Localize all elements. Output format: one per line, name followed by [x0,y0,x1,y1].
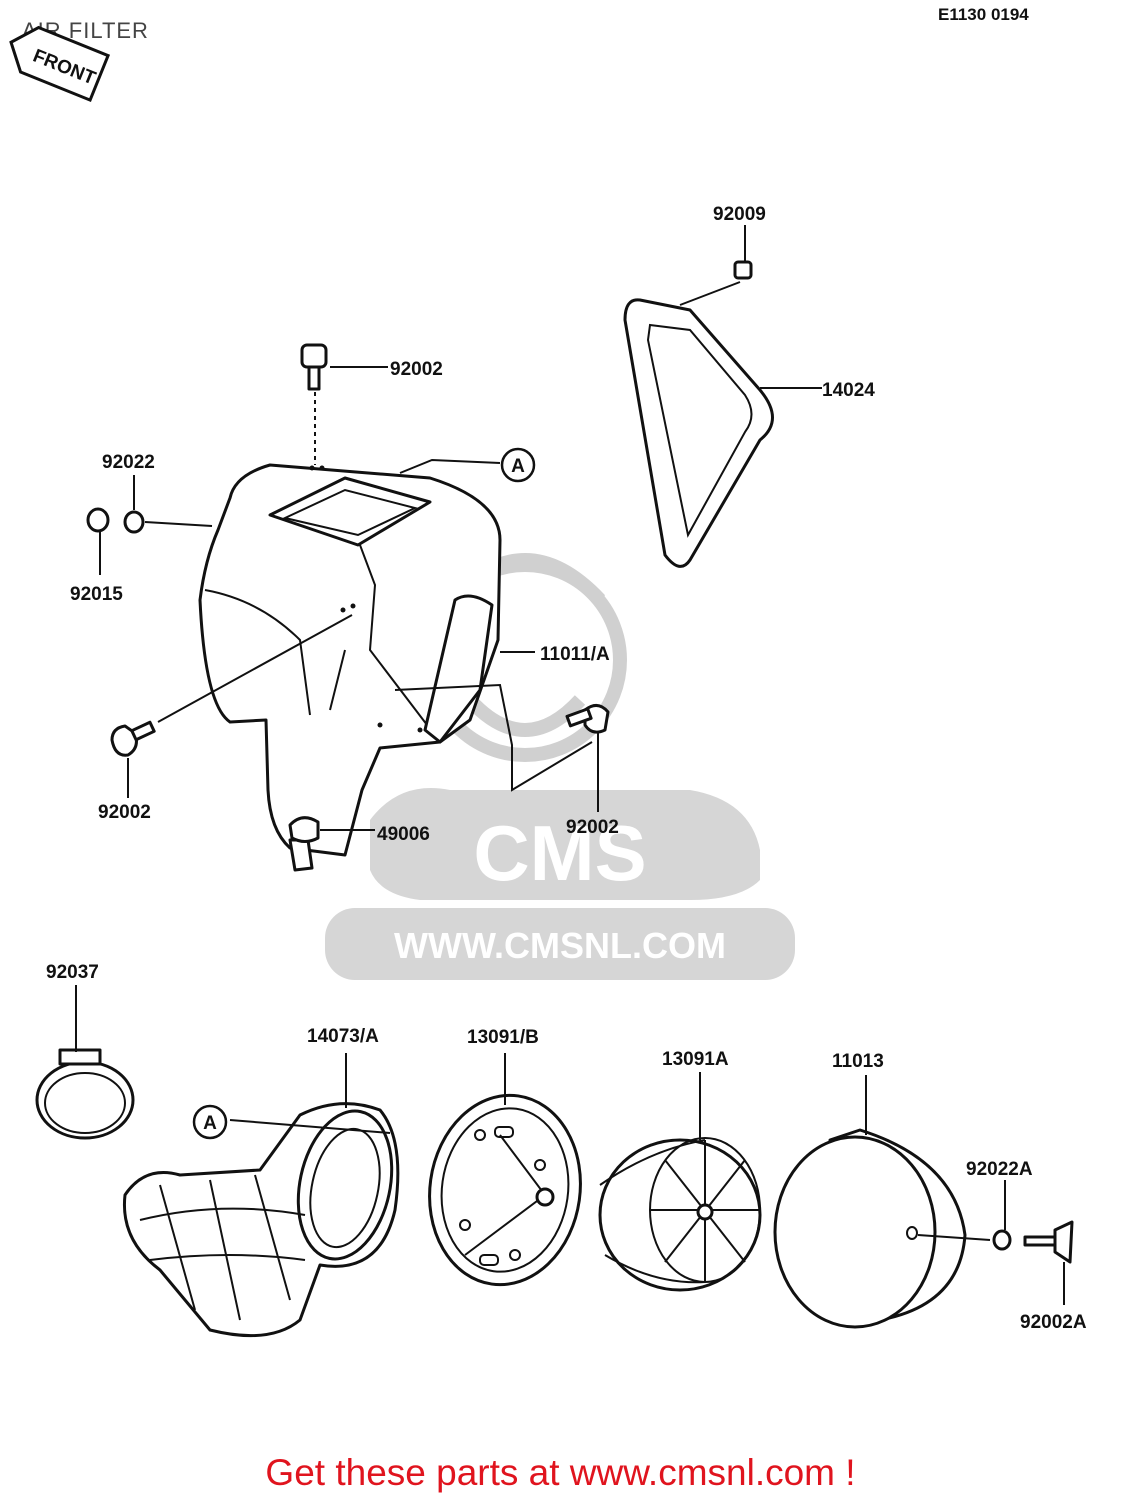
screw-92009[interactable] [679,225,753,306]
cap-49006[interactable] [288,816,375,843]
wing-bolt-92002a[interactable] [1023,1220,1074,1305]
part-label-14024: 14024 [822,380,875,401]
part-label-49006: 49006 [377,824,430,845]
cage-13091a[interactable] [598,1072,762,1292]
part-label-11011a: 11011/A [540,644,610,665]
front-arrow-icon: FRONT [9,25,111,103]
part-label-92002-left: 92002 [98,802,151,823]
part-label-14073a: 14073/A [307,1026,379,1047]
duct-14073a[interactable] [122,1053,404,1338]
footer-link[interactable]: Get these parts at www.cmsnl.com ! [265,1452,856,1493]
part-label-92002-top: 92002 [390,359,443,380]
clamp-92037[interactable] [35,985,135,1140]
svg-text:A: A [203,1113,217,1134]
reference-marker-a-bottom: A [192,1104,228,1140]
grommet-92015[interactable] [86,507,110,575]
watermark-url: WWW.CMSNL.COM [394,925,726,966]
part-label-92002-right: 92002 [566,817,619,838]
part-label-92022a: 92022A [966,1159,1033,1180]
part-label-13091b: 13091/B [467,1027,539,1048]
diagram-code: E1130 0194 [938,5,1029,24]
filter-element-11013[interactable] [773,1075,991,1329]
bolt-92002-right[interactable] [565,704,610,812]
washer-92022a[interactable] [992,1180,1012,1251]
collar-92022[interactable] [123,475,213,534]
part-label-92022: 92022 [102,452,155,473]
part-label-92009: 92009 [713,204,766,225]
part-label-92037: 92037 [46,962,99,983]
bolt-92002-top[interactable] [300,343,388,465]
part-label-11013: 11013 [832,1051,884,1072]
part-label-13091a: 13091A [662,1049,729,1070]
watermark-brand: CMS [473,809,646,897]
bolt-92002-left[interactable] [110,614,353,798]
svg-text:A: A [511,456,525,477]
air-box-11011a[interactable] [198,458,593,872]
part-label-92015: 92015 [70,584,123,605]
part-label-92002a: 92002A [1020,1312,1087,1333]
backing-plate-13091b[interactable] [418,1053,593,1295]
reference-marker-a-top: A [500,447,536,483]
cms-watermark: CMS WWW.CMSNL.COM [325,553,795,980]
gasket-14024[interactable] [623,298,822,568]
